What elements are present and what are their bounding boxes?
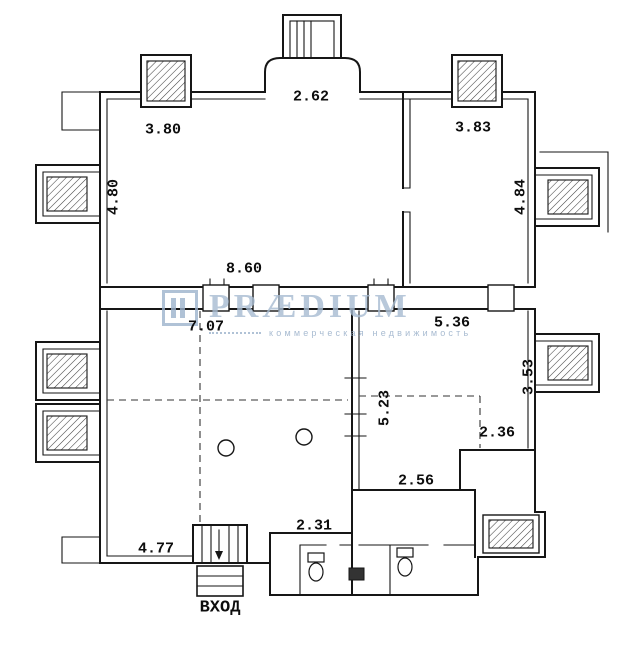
dimension-room-tl: 3.80	[144, 121, 182, 139]
dimension-room-br: 5.36	[433, 314, 471, 332]
watermark-brand: PRÆDIUM	[209, 288, 411, 325]
watermark: PRÆDIUM коммерческая недвижимость	[162, 290, 471, 338]
praedium-logo-icon	[162, 290, 198, 326]
toilet-fixtures	[307, 547, 414, 582]
dimension-room-tr-depth: 4.84	[512, 178, 530, 216]
dimension-middle-span: 8.60	[225, 260, 263, 278]
entrance-label: ВХОД	[199, 598, 241, 618]
dimension-room-tl-depth: 4.80	[105, 178, 123, 216]
entrance-stairs	[192, 524, 248, 597]
outer-walls	[61, 14, 609, 596]
dimension-step: 2.36	[478, 424, 516, 442]
dimension-room-bl-span: 4.77	[137, 540, 175, 558]
window-bays	[35, 54, 600, 463]
dimension-vestibule: 2.31	[295, 517, 333, 535]
dimension-room-br-depth: 3.53	[520, 358, 538, 396]
sink-icon	[348, 567, 365, 581]
dimension-room-tr: 3.83	[454, 119, 492, 137]
dimension-top-bay: 2.62	[292, 88, 330, 106]
watermark-subtitle: коммерческая недвижимость	[269, 328, 472, 338]
dimension-inner-wall: 5.23	[376, 389, 394, 427]
dimension-bathroom: 2.56	[397, 472, 435, 490]
interior-walls	[99, 91, 536, 596]
dashed-lines	[107, 311, 481, 525]
dimension-room-bl: 7.07	[187, 318, 225, 336]
columns	[217, 428, 313, 457]
watermark-dots	[209, 332, 261, 334]
